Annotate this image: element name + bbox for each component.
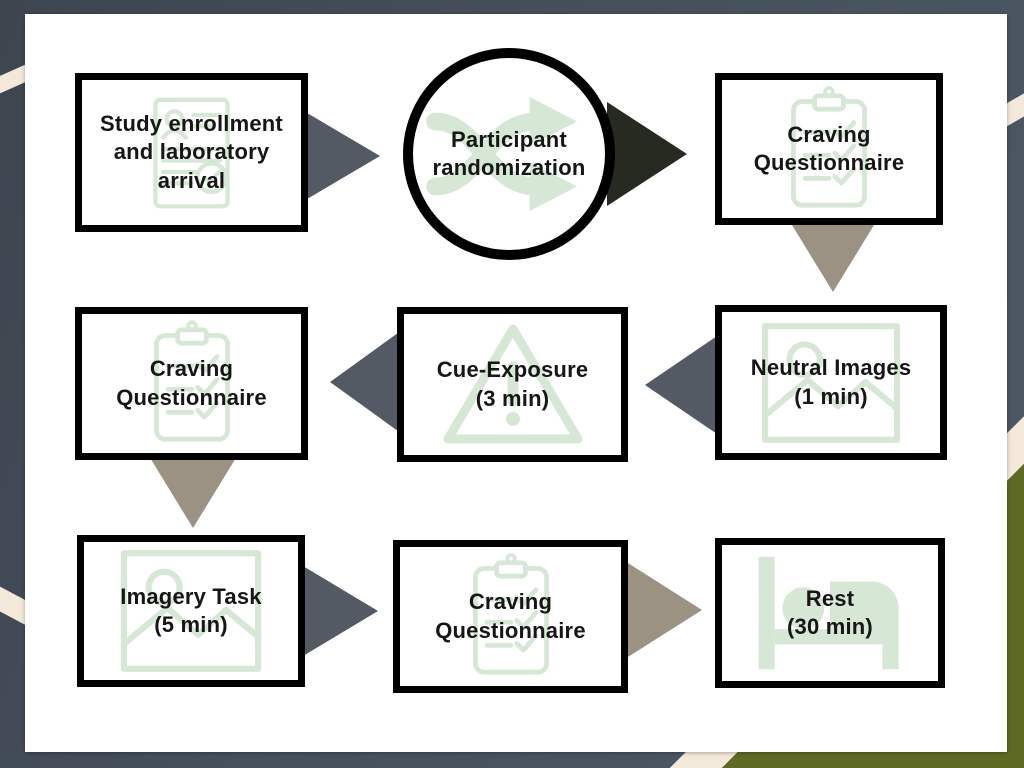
shuffle-icon bbox=[426, 96, 578, 212]
label-line: Study enrollment bbox=[100, 111, 283, 137]
label-line: Rest bbox=[805, 585, 855, 611]
label-line: Craving bbox=[149, 356, 234, 382]
label-line: (5 min) bbox=[154, 612, 228, 637]
node-label: Rest (30 min) bbox=[722, 545, 938, 681]
label-line: Craving bbox=[787, 121, 871, 147]
document-person-icon bbox=[153, 97, 230, 208]
label-line: Imagery Task bbox=[120, 583, 262, 609]
label-line: Neutral Images bbox=[750, 355, 912, 381]
image-icon bbox=[120, 550, 262, 672]
node-label: Craving Questionnaire bbox=[82, 314, 301, 453]
node-study-enrollment: Study enrollment and laboratory arrival bbox=[75, 73, 308, 232]
label-line: (1 min) bbox=[794, 383, 868, 409]
label-line: Questionnaire bbox=[116, 384, 267, 410]
image-icon bbox=[762, 322, 900, 443]
node-label: Cue-Exposure (3 min) bbox=[404, 314, 621, 455]
label-line: arrival bbox=[157, 167, 226, 193]
clipboard-checklist-icon bbox=[153, 320, 230, 442]
label-line: Cue-Exposure bbox=[436, 357, 589, 383]
node-cue-exposure: Cue-Exposure (3 min) bbox=[397, 307, 628, 462]
node-label: Participant randomization bbox=[413, 58, 605, 250]
node-label: Craving Questionnaire bbox=[722, 80, 936, 218]
node-craving-questionnaire-2: Craving Questionnaire bbox=[75, 307, 308, 460]
label-line: (30 min) bbox=[787, 614, 873, 639]
node-imagery-task: Imagery Task (5 min) bbox=[77, 535, 305, 687]
label-line: Craving bbox=[468, 589, 553, 615]
node-label: Study enrollment and laboratory arrival bbox=[82, 80, 301, 225]
bed-icon bbox=[758, 556, 899, 670]
node-label: Craving Questionnaire bbox=[400, 547, 621, 686]
label-line: randomization bbox=[432, 155, 586, 180]
label-line: Questionnaire bbox=[435, 617, 586, 643]
label-line: Participant bbox=[451, 126, 567, 152]
node-neutral-images: Neutral Images (1 min) bbox=[715, 305, 947, 460]
node-craving-questionnaire-3: Craving Questionnaire bbox=[393, 540, 628, 693]
node-label: Imagery Task (5 min) bbox=[84, 542, 298, 680]
clipboard-checklist-icon bbox=[791, 85, 867, 208]
clipboard-checklist-icon bbox=[472, 553, 549, 675]
node-rest: Rest (30 min) bbox=[715, 538, 945, 688]
node-participant-randomization: Participant randomization bbox=[403, 48, 615, 260]
node-craving-questionnaire-1: Craving Questionnaire bbox=[715, 73, 943, 225]
label-line: and laboratory bbox=[113, 139, 270, 165]
label-line: (3 min) bbox=[475, 385, 550, 411]
warning-triangle-icon bbox=[443, 324, 582, 443]
label-line: Questionnaire bbox=[753, 150, 905, 175]
node-label: Neutral Images (1 min) bbox=[722, 312, 940, 453]
